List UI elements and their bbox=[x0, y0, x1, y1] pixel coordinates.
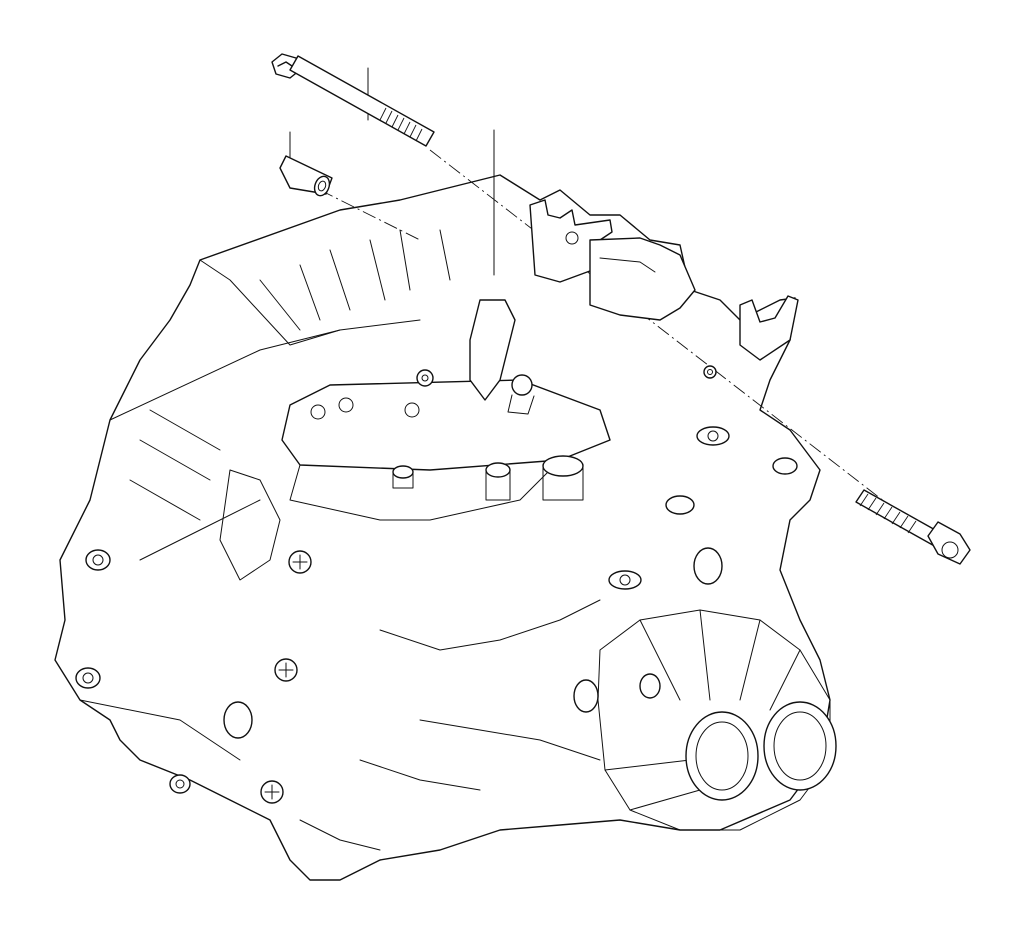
transmission-housing-icon bbox=[54, 174, 837, 881]
short-bolt-icon[interactable] bbox=[855, 489, 971, 565]
long-bolt-icon[interactable] bbox=[271, 53, 435, 147]
sleeve-bushing-icon[interactable] bbox=[279, 155, 333, 198]
